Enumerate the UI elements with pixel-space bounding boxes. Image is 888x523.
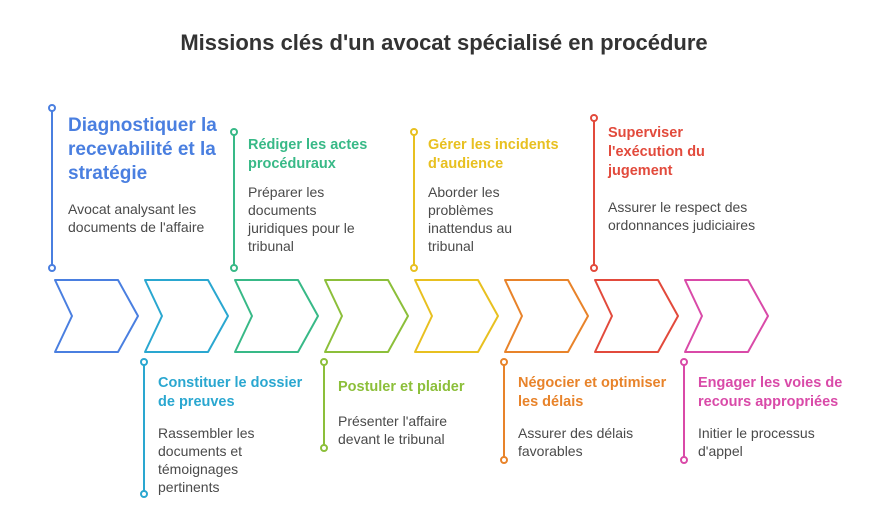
step-7-description: Assurer le respect des ordonnances judic… [608,199,756,233]
connector-5 [410,128,418,272]
chevron-7 [594,279,679,353]
step-1-description: Avocat analysant les documents de l'affa… [68,201,205,235]
chevron-6 [504,279,589,353]
chevron-2 [144,279,229,353]
connector-1 [48,104,56,272]
step-2-description: Rassembler les documents et témoignages … [158,425,255,495]
step-4-description: Présenter l'affaire devant le tribunal [338,413,448,447]
step-5-title: Gérer les incidents d'audience [428,137,559,172]
connector-2 [140,358,148,498]
connector-3 [230,128,238,272]
chevron-1 [54,279,139,353]
step-8-title: Engager les voies de recours appropriées [698,375,843,410]
connector-6 [500,358,508,464]
connector-8 [680,358,688,464]
connector-4 [320,358,328,452]
step-7-title: Superviser l'exécution du jugement [608,125,705,179]
chevron-4 [324,279,409,353]
step-1-title: Diagnostiquer la recevabilité et la stra… [68,115,217,184]
diagram-title: Missions clés d'un avocat spécialisé en … [180,30,708,55]
chevron-5 [414,279,499,353]
step-2-title: Constituer le dossier de preuves [158,375,303,410]
chevron-3 [234,279,319,353]
step-3-description: Préparer les documents juridiques pour l… [248,184,355,254]
step-6-description: Assurer des délais favorables [518,425,634,459]
step-5-description: Aborder les problèmes inattendus au trib… [428,184,513,254]
step-3-title: Rédiger les actes procéduraux [248,137,368,172]
step-6-title: Négocier et optimiser les délais [518,375,667,410]
connector-7 [590,114,598,272]
step-4-title: Postuler et plaider [338,379,465,395]
chevron-8 [684,279,769,353]
step-8-description: Initier le processus d'appel [698,425,815,459]
